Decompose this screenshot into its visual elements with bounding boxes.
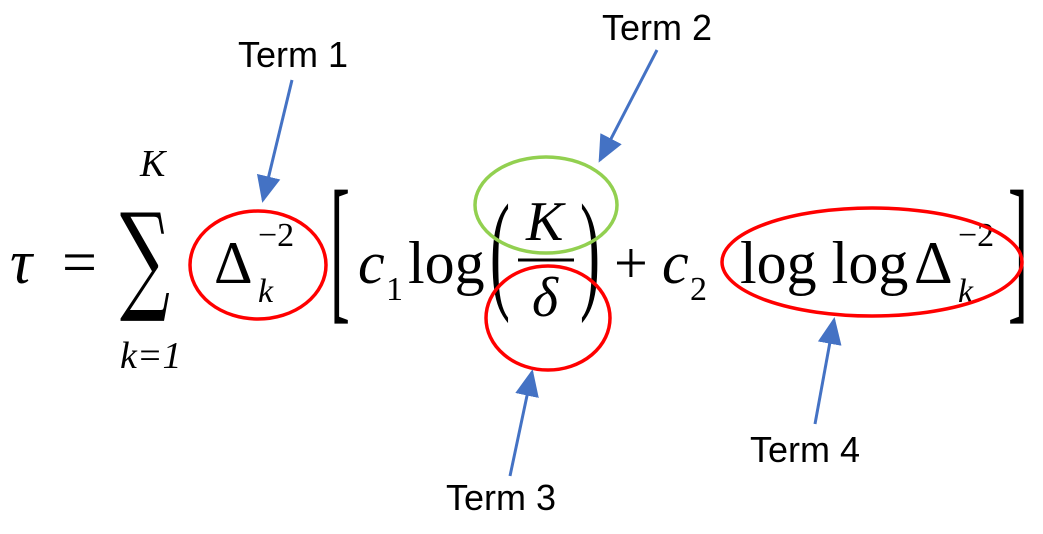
term2-highlight: [473, 155, 619, 255]
term3-label: Term 3: [446, 477, 556, 518]
term4-arrow: [813, 317, 842, 425]
delta-term4: Δ: [914, 230, 953, 296]
loglog-function: log log: [740, 230, 908, 296]
sum-upper-limit: K: [139, 143, 167, 185]
term2-arrow: [598, 49, 659, 163]
right-paren: ): [580, 179, 600, 324]
term1-arrow: [256, 79, 294, 203]
c2-symbol: c: [662, 230, 689, 296]
term1-highlight: [188, 209, 328, 321]
left-paren: (: [490, 179, 510, 324]
delta-superscript: −2: [258, 217, 294, 254]
tau-symbol: τ: [10, 229, 35, 297]
equals-sign: =: [62, 229, 97, 297]
term2-label: Term 2: [602, 7, 712, 48]
delta4-subscript: k: [958, 273, 974, 310]
plus-sign: +: [614, 230, 648, 296]
fraction-denominator: δ: [532, 267, 559, 329]
term1-label: Term 1: [238, 34, 348, 75]
term4-label: Term 4: [750, 429, 860, 470]
delta-subscript: k: [258, 273, 274, 310]
summation-symbol: ∑: [120, 188, 170, 327]
log-function: log: [408, 230, 485, 296]
sum-lower-limit: k=1: [120, 335, 182, 377]
fraction-numerator: K: [525, 191, 566, 253]
c1-symbol: c: [358, 230, 385, 296]
term4-highlight: [720, 206, 1024, 318]
term3-highlight: [484, 264, 612, 372]
term3-arrow: [508, 369, 539, 477]
left-bracket: [: [330, 159, 350, 338]
delta-term1: Δ: [214, 230, 253, 296]
c2-subscript: 2: [690, 271, 707, 308]
c1-subscript: 1: [386, 271, 403, 308]
